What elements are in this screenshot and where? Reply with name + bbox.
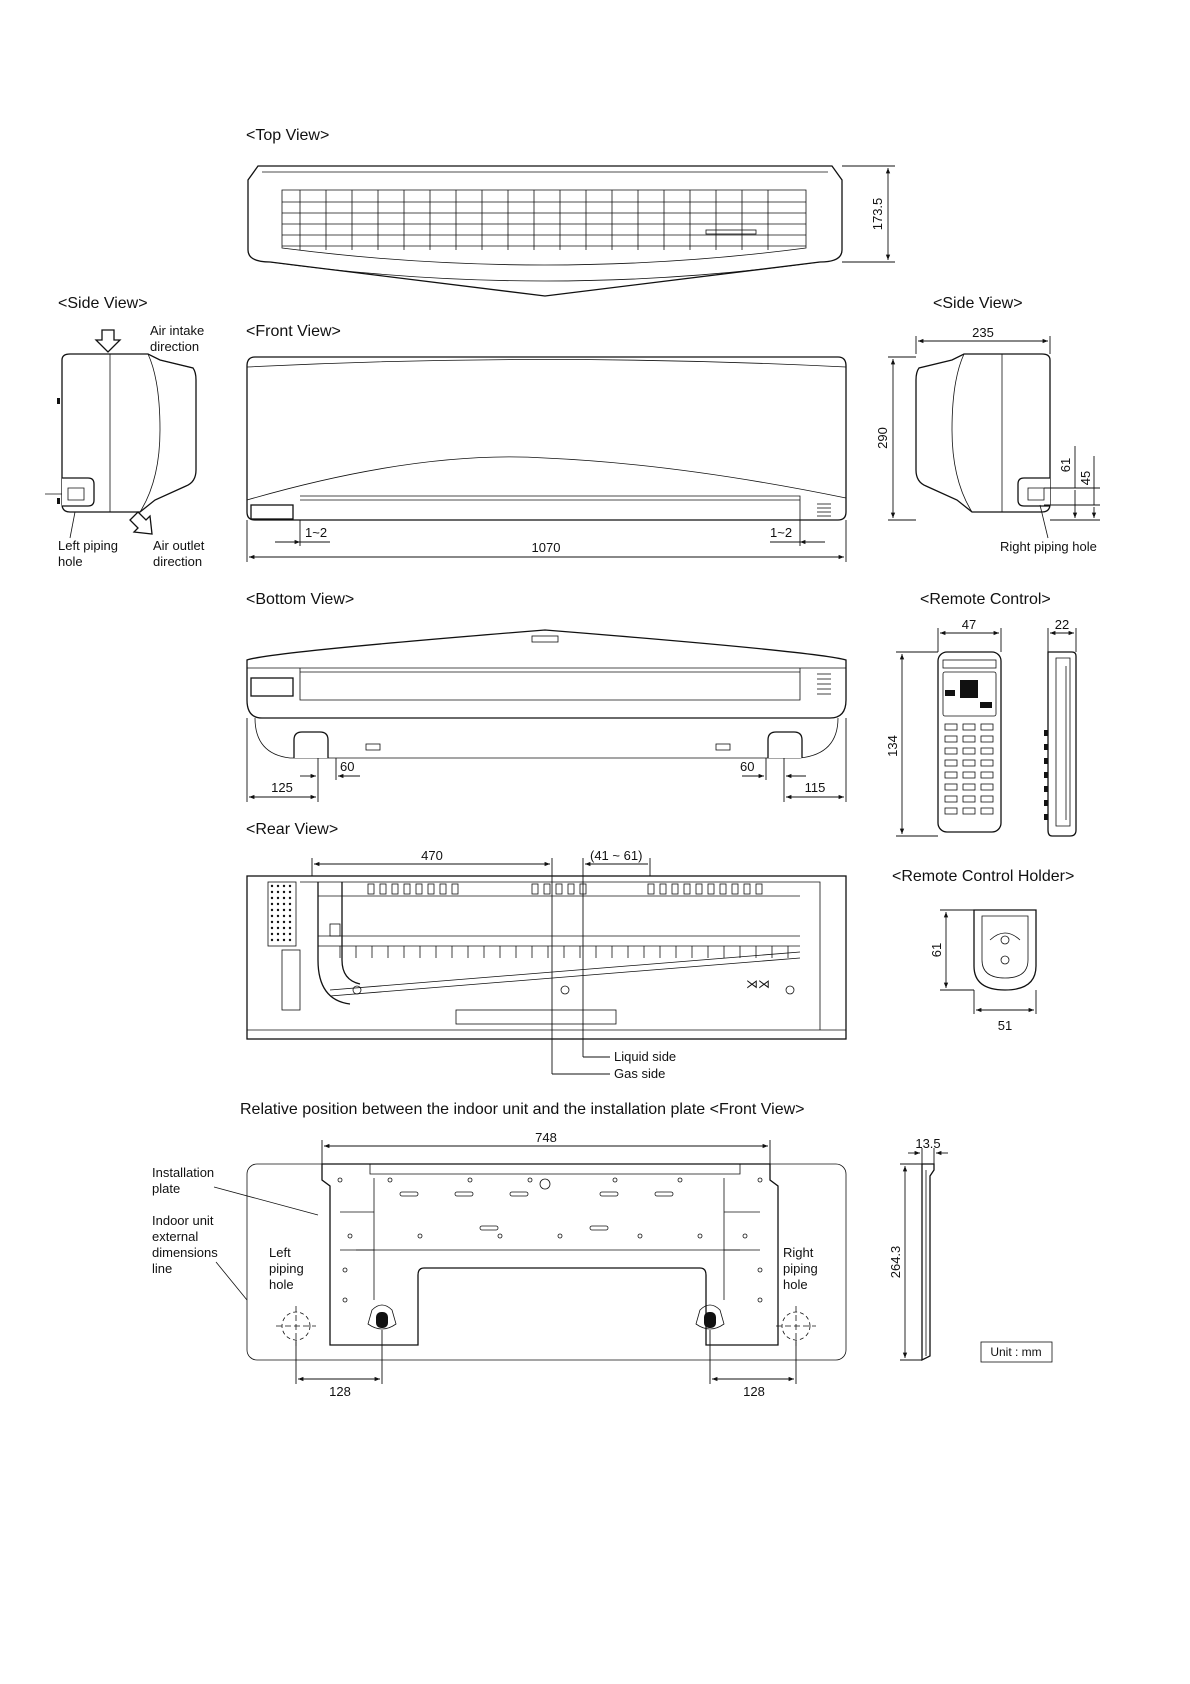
plate-side-drawing [921,1163,935,1362]
top-view-heading: <Top View> [246,127,329,144]
dim-rear-470: 470 [421,848,443,863]
plate-side-dimensions: 13.5 264.3 [888,1136,948,1361]
label-air-outlet-direction: direction [153,554,202,569]
dim-pipe-61: 61 [1058,458,1073,472]
label-left-hole-3: hole [269,1277,294,1292]
right-side-view-drawing [915,353,1051,513]
bottom-view-heading: <Bottom View> [246,591,354,608]
air-intake-arrow-icon [94,329,122,353]
plate-bottom-dimensions: 128 128 [295,1330,797,1399]
label-indoor-unit-2: external [152,1229,198,1244]
dim-front-gap-right: 1~2 [770,525,792,540]
right-side-view-heading: <Side View> [933,295,1023,312]
label-left-hole-1: Left [269,1245,291,1260]
dim-side-width: 235 [972,325,994,340]
dim-plate-height: 264.3 [888,1246,903,1279]
front-view-heading: <Front View> [246,323,341,340]
remote-holder-drawing [973,909,1037,991]
rear-pipe-callouts [551,1014,610,1075]
label-air-outlet: Air outlet [153,538,205,553]
dim-remote-width: 47 [962,617,976,632]
label-right-hole-1: Right [783,1245,814,1260]
label-air-intake-direction: direction [150,339,199,354]
right-side-dimensions: 235 290 61 45 [875,325,1100,521]
label-indoor-unit: Indoor unit [152,1213,214,1228]
label-gas-side: Gas side [614,1066,665,1081]
dim-holder-width: 51 [998,1018,1012,1033]
label-right-hole-3: hole [783,1277,808,1292]
dim-height: 290 [875,427,890,449]
label-left-piping: Left piping [58,538,118,553]
bottom-dimensions: 60 60 125 115 [246,718,847,802]
rear-view-heading: <Rear View> [246,821,338,838]
dim-bottom-115: 115 [805,780,826,795]
installation-plate-drawing [246,1163,847,1361]
dim-plate-128-left: 128 [329,1384,351,1399]
dim-front-gap-left: 1~2 [305,525,327,540]
dim-bottom-125: 125 [271,780,293,795]
front-view-drawing [246,356,847,521]
plate-width-dimension: 748 [321,1130,771,1164]
label-right-hole-2: piping [783,1261,818,1276]
label-indoor-unit-4: line [152,1261,172,1276]
rear-logo-text: ⋊⋊ [746,977,770,991]
dim-pipe-45: 45 [1078,471,1093,485]
front-width-dimension: 1070 [246,520,847,562]
remote-control-side-drawing [1044,651,1077,837]
remote-holder-heading: <Remote Control Holder> [892,868,1074,885]
unit-label: Unit : mm [990,1345,1041,1359]
remote-control-front-drawing [937,651,1002,833]
remote-control-heading: <Remote Control> [920,591,1051,608]
label-liquid-side: Liquid side [614,1049,676,1064]
left-side-view-drawing [45,353,197,513]
label-installation-plate-2: plate [152,1181,180,1196]
label-installation-plate: Installation [152,1165,214,1180]
bottom-view-drawing [246,629,847,759]
air-outlet-arrow-icon [129,511,153,535]
label-air-intake: Air intake [150,323,204,338]
unit-box: Unit : mm [980,1341,1053,1363]
left-side-view-heading: <Side View> [58,295,148,312]
top-depth-dimension: 173.5 [842,165,895,263]
label-right-piping-hole: Right piping hole [1000,539,1097,554]
relative-position-heading: Relative position between the indoor uni… [240,1101,805,1118]
dim-bottom-60-right: 60 [740,759,754,774]
dim-plate-depth: 13.5 [915,1136,940,1151]
label-left-hole-2: piping [269,1261,304,1276]
rear-dimensions: 470 (41 ~ 61) [311,848,651,1014]
dim-plate-128-right: 128 [743,1384,765,1399]
dim-top-depth: 173.5 [870,198,885,231]
label-indoor-unit-3: dimensions [152,1245,218,1260]
dim-holder-height: 61 [929,943,944,957]
remote-dimensions: 47 22 134 [885,617,1077,837]
dim-remote-depth: 22 [1055,617,1069,632]
front-gap-dimensions: 1~2 1~2 [275,520,825,546]
dim-rear-range: (41 ~ 61) [590,848,642,863]
label-left-piping-hole: hole [58,554,83,569]
dim-width: 1070 [532,540,561,555]
dim-bottom-60-left: 60 [340,759,354,774]
top-view-drawing [247,165,843,297]
dim-remote-height: 134 [885,735,900,757]
dim-plate-width: 748 [535,1130,557,1145]
rear-view-drawing: ⋊⋊ [246,875,847,1040]
holder-dimensions: 61 51 [929,909,1037,1033]
